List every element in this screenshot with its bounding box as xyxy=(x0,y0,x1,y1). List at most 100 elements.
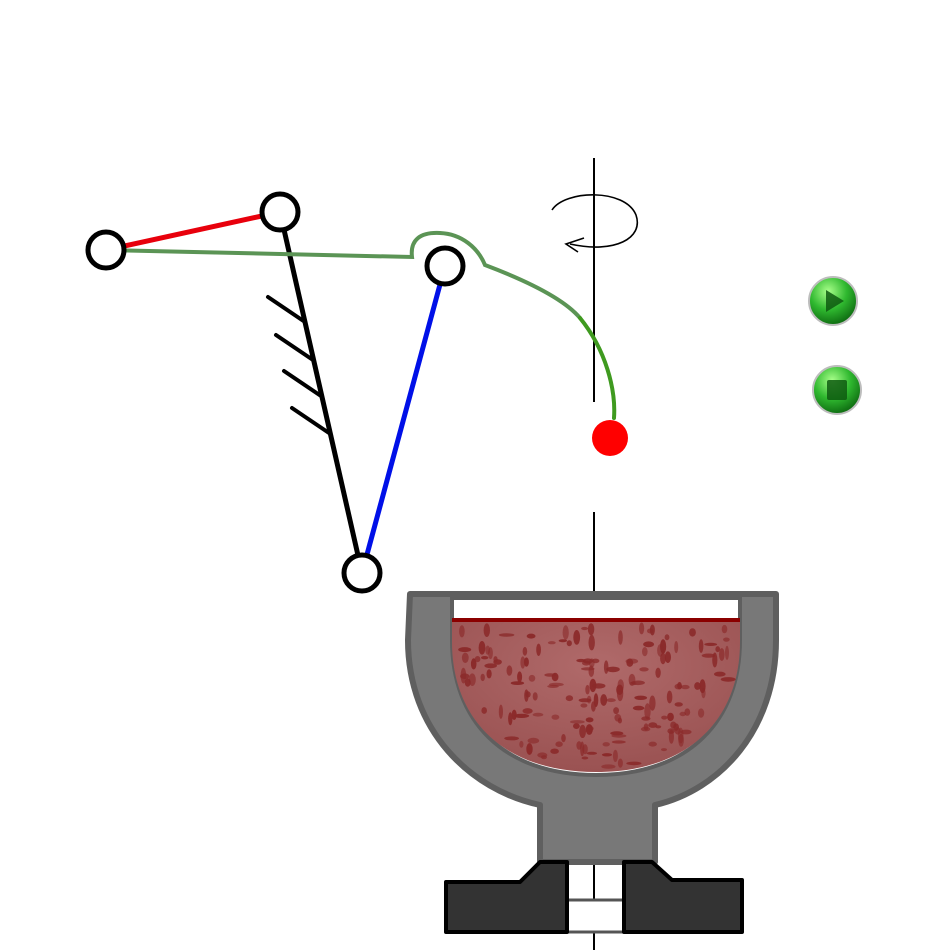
liquid-speckle xyxy=(573,723,580,729)
liquid-speckle xyxy=(510,681,525,685)
liquid-speckle xyxy=(522,646,528,656)
liquid-speckle xyxy=(655,725,662,729)
liquid-speckle xyxy=(461,652,469,663)
liquid-speckle xyxy=(602,742,610,747)
liquid-speckle xyxy=(617,758,623,768)
pivot-rocker-frame xyxy=(341,552,383,594)
liquid-speckle xyxy=(566,640,572,647)
liquid-speckles xyxy=(458,622,736,769)
liquid-speckle xyxy=(458,647,472,653)
liquid-speckle xyxy=(582,744,588,755)
pivot-crank-frame xyxy=(259,191,301,233)
liquid-speckle xyxy=(493,659,502,665)
liquid-speckle xyxy=(660,652,666,665)
liquid-speckle xyxy=(581,667,595,671)
liquid-speckle xyxy=(550,748,559,754)
liquid-speckle xyxy=(532,692,538,701)
base-stand xyxy=(444,860,744,934)
liquid-speckle xyxy=(639,667,649,672)
base-left xyxy=(444,860,569,934)
liquid-speckle xyxy=(562,625,569,640)
frame-link xyxy=(277,211,365,574)
play-button[interactable] xyxy=(807,275,859,327)
liquid-speckle xyxy=(606,698,616,703)
liquid-speckle xyxy=(585,717,594,723)
bowl-drain xyxy=(564,898,628,934)
liquid-speckle xyxy=(459,625,465,638)
liquid-speckle xyxy=(616,686,624,702)
liquid-speckle xyxy=(506,665,513,676)
liquid-speckle xyxy=(721,624,728,634)
coupler-link xyxy=(104,230,617,420)
rocker-link xyxy=(359,265,448,574)
liquid-speckle xyxy=(698,639,704,653)
liquid-speckle xyxy=(670,721,677,729)
liquid-speckle xyxy=(689,628,696,637)
liquid-speckle xyxy=(589,678,597,693)
stop-button[interactable] xyxy=(811,364,863,416)
liquid-speckle xyxy=(573,630,581,645)
liquid-speckle xyxy=(701,653,716,658)
liquid-speckle xyxy=(701,688,706,699)
liquid-speckle xyxy=(674,727,681,735)
liquid-speckle xyxy=(600,694,608,706)
liquid-speckle xyxy=(481,656,489,660)
liquid-speckle xyxy=(648,741,657,747)
liquid-speckle xyxy=(694,682,701,690)
liquid-speckle xyxy=(668,729,675,744)
liquid-speckle xyxy=(611,740,626,744)
liquid-speckle xyxy=(640,726,651,732)
liquid-speckle xyxy=(527,737,540,744)
liquid-speckle xyxy=(558,639,568,643)
liquid-speckle xyxy=(484,663,498,669)
base-right xyxy=(622,860,744,934)
liquid-speckle xyxy=(485,645,491,655)
liquid-speckle xyxy=(714,671,726,677)
liquid-speckle xyxy=(581,756,589,760)
liquid-speckle xyxy=(508,712,513,726)
liquid-speckle xyxy=(634,695,648,700)
liquid-speckle xyxy=(601,753,613,757)
liquid-speckle xyxy=(526,633,536,639)
liquid-speckle xyxy=(618,630,623,645)
liquid-speckle xyxy=(570,720,585,724)
liquid-speckle xyxy=(517,671,523,683)
liquid-speckle xyxy=(684,708,691,716)
liquid-speckle xyxy=(704,642,718,647)
stop-icon xyxy=(812,365,862,415)
liquid-speckle xyxy=(644,703,651,720)
liquid-speckle xyxy=(603,660,609,674)
liquid-speckle xyxy=(725,645,729,660)
fixed-frame-hatch xyxy=(266,295,331,435)
liquid-speckle xyxy=(629,681,637,686)
liquid-speckle xyxy=(639,622,645,635)
liquid-speckle xyxy=(666,690,673,704)
liquid-speckle xyxy=(588,634,595,651)
liquid-speckle xyxy=(614,714,622,722)
liquid-speckle xyxy=(613,707,619,715)
liquid-speckle xyxy=(470,658,477,670)
liquid-speckle xyxy=(561,734,566,743)
liquid-speckle xyxy=(698,708,705,718)
pivot-coupler-rocker xyxy=(424,245,466,287)
liquid-speckle xyxy=(664,651,672,663)
liquid-speckle xyxy=(681,684,690,690)
liquid-speckle xyxy=(513,713,530,719)
liquid-speckle xyxy=(664,634,670,641)
liquid-speckle xyxy=(480,673,485,682)
liquid-speckle xyxy=(526,743,533,755)
liquid-speckle xyxy=(679,711,687,717)
liquid-speckle xyxy=(606,666,620,673)
liquid-speckle xyxy=(549,682,564,687)
liquid-speckle xyxy=(649,695,656,711)
liquid-speckle xyxy=(579,724,586,739)
liquid-speckle xyxy=(601,764,616,769)
liquid-speckle xyxy=(661,715,668,720)
liquid-speckle xyxy=(715,646,720,653)
liquid-speckle xyxy=(580,703,588,708)
liquid-speckle xyxy=(536,643,541,656)
liquid-speckle xyxy=(587,725,594,732)
liquid-speckle xyxy=(648,722,658,728)
play-icon xyxy=(808,276,858,326)
